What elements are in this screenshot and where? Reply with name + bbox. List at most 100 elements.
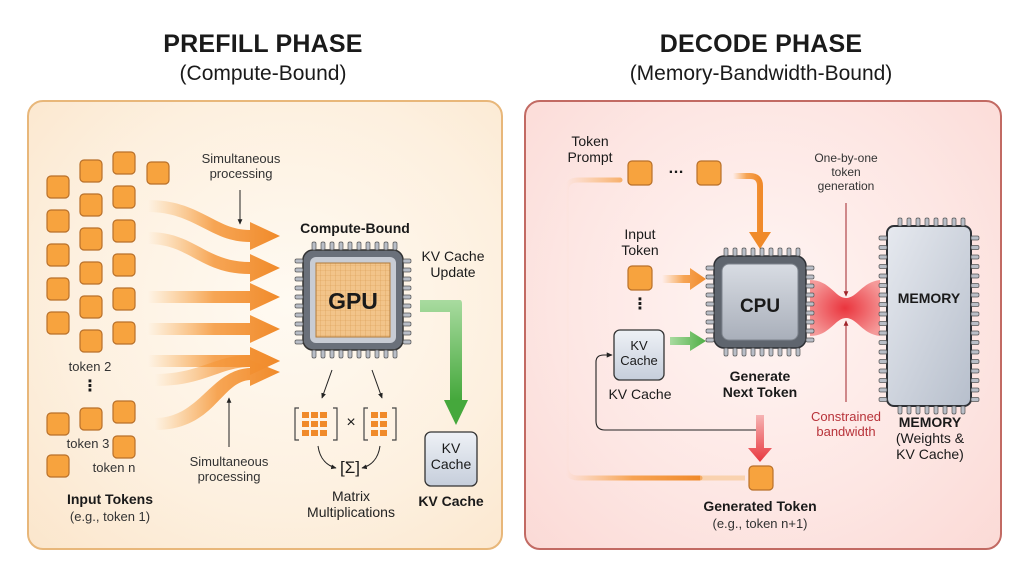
prompt-token-first <box>627 160 653 186</box>
token-square <box>79 295 103 319</box>
cpu-pin <box>805 274 815 280</box>
memory-pin <box>878 359 888 364</box>
matrix-times-sign: × <box>346 414 356 431</box>
cpu-pin <box>705 328 715 334</box>
memory-pin <box>970 387 980 393</box>
gpu-pin <box>329 241 335 251</box>
token-square <box>79 261 103 285</box>
memory-pin <box>970 235 980 241</box>
cpu-pin <box>705 337 715 343</box>
memory-pin <box>970 340 980 345</box>
cpu-pin <box>805 283 815 289</box>
generated-token <box>748 465 774 491</box>
gpu-pin <box>347 349 353 359</box>
token-square <box>112 219 136 243</box>
gpu-pin <box>338 241 344 251</box>
memory-pin <box>878 273 888 279</box>
memory-pin <box>970 302 980 307</box>
generated-token-example: (e.g., token n+1) <box>712 516 808 531</box>
token-square <box>112 185 136 209</box>
memory-pin <box>970 292 980 298</box>
cpu-label: CPU <box>739 296 781 317</box>
flow-arrow <box>155 347 280 386</box>
gpu-pin <box>294 267 304 273</box>
gpu-pin <box>347 241 353 251</box>
kv-update-arrow <box>420 300 468 425</box>
gpu-pin <box>320 349 326 359</box>
memory-pin <box>878 340 888 345</box>
generate-to-output-arrow <box>748 415 772 462</box>
kv-to-cpu-arrow <box>670 331 706 351</box>
memory-pin <box>942 405 948 415</box>
cpu-pin <box>805 265 815 271</box>
memory-pin <box>878 330 888 336</box>
token-square <box>112 151 136 175</box>
memory-pin <box>970 311 980 317</box>
prefill-title: PREFILL PHASE <box>163 30 363 58</box>
flow-arrow <box>148 315 280 343</box>
memory-pin <box>878 397 888 402</box>
gpu-to-matrix-arrow-left <box>321 369 333 399</box>
gpu-pin <box>311 241 317 251</box>
prompt-to-cpu-arrow <box>733 173 763 233</box>
decode-title: DECODE PHASE <box>659 30 863 58</box>
token-square <box>79 159 103 183</box>
memory-pin <box>970 349 980 355</box>
token-square <box>112 321 136 345</box>
memory-pin <box>878 387 888 393</box>
memory-pin <box>970 368 980 374</box>
memory-pin <box>878 378 888 383</box>
matrix-left <box>294 407 338 441</box>
memory-chip-label: MEMORY <box>897 290 961 306</box>
token-square <box>46 209 70 233</box>
gpu-pin <box>294 312 304 318</box>
memory-pin <box>933 217 939 227</box>
gpu-to-matrix-arrow-right <box>371 369 383 399</box>
memory-chip <box>886 225 972 407</box>
cpu-pin <box>805 319 815 325</box>
memory-pin <box>970 330 980 336</box>
memory-pin <box>951 405 957 415</box>
gpu-pin <box>402 294 412 300</box>
gpu-pin <box>338 349 344 359</box>
cpu-pin <box>805 310 815 316</box>
memory-pin <box>878 235 888 241</box>
matrix-right <box>363 407 397 441</box>
input-token-grid <box>46 151 170 478</box>
gpu-pin <box>402 258 412 264</box>
gpu-pin <box>294 258 304 264</box>
token-square <box>46 412 70 436</box>
memory-pin <box>924 217 930 227</box>
cpu-pin <box>741 347 747 357</box>
memory-pin <box>970 283 980 288</box>
cpu-pin <box>777 247 783 257</box>
gpu-pin <box>311 349 317 359</box>
gpu-chip <box>302 249 404 351</box>
bandwidth-bottleneck <box>810 280 880 336</box>
flow-arrow <box>148 200 280 250</box>
gpu-pin <box>402 285 412 291</box>
gpu-pin <box>294 303 304 309</box>
token3-label: token 3 <box>66 436 110 451</box>
cpu-pin <box>786 247 792 257</box>
token-square <box>46 175 70 199</box>
prefill-kv-box <box>424 431 478 487</box>
gpu-pin <box>374 349 380 359</box>
decode-kv-caption: KV Cache <box>608 386 672 402</box>
gpu-pin <box>294 294 304 300</box>
gpu-pin <box>392 349 398 359</box>
cpu-pin <box>805 292 815 298</box>
input-token-arrow <box>662 268 706 290</box>
token-square <box>112 253 136 277</box>
cpu-pin <box>795 247 801 257</box>
cpu-pin <box>705 310 715 316</box>
token-ellipsis: ⋮ <box>82 378 98 395</box>
token-square <box>79 407 103 431</box>
gpu-pin <box>365 241 371 251</box>
